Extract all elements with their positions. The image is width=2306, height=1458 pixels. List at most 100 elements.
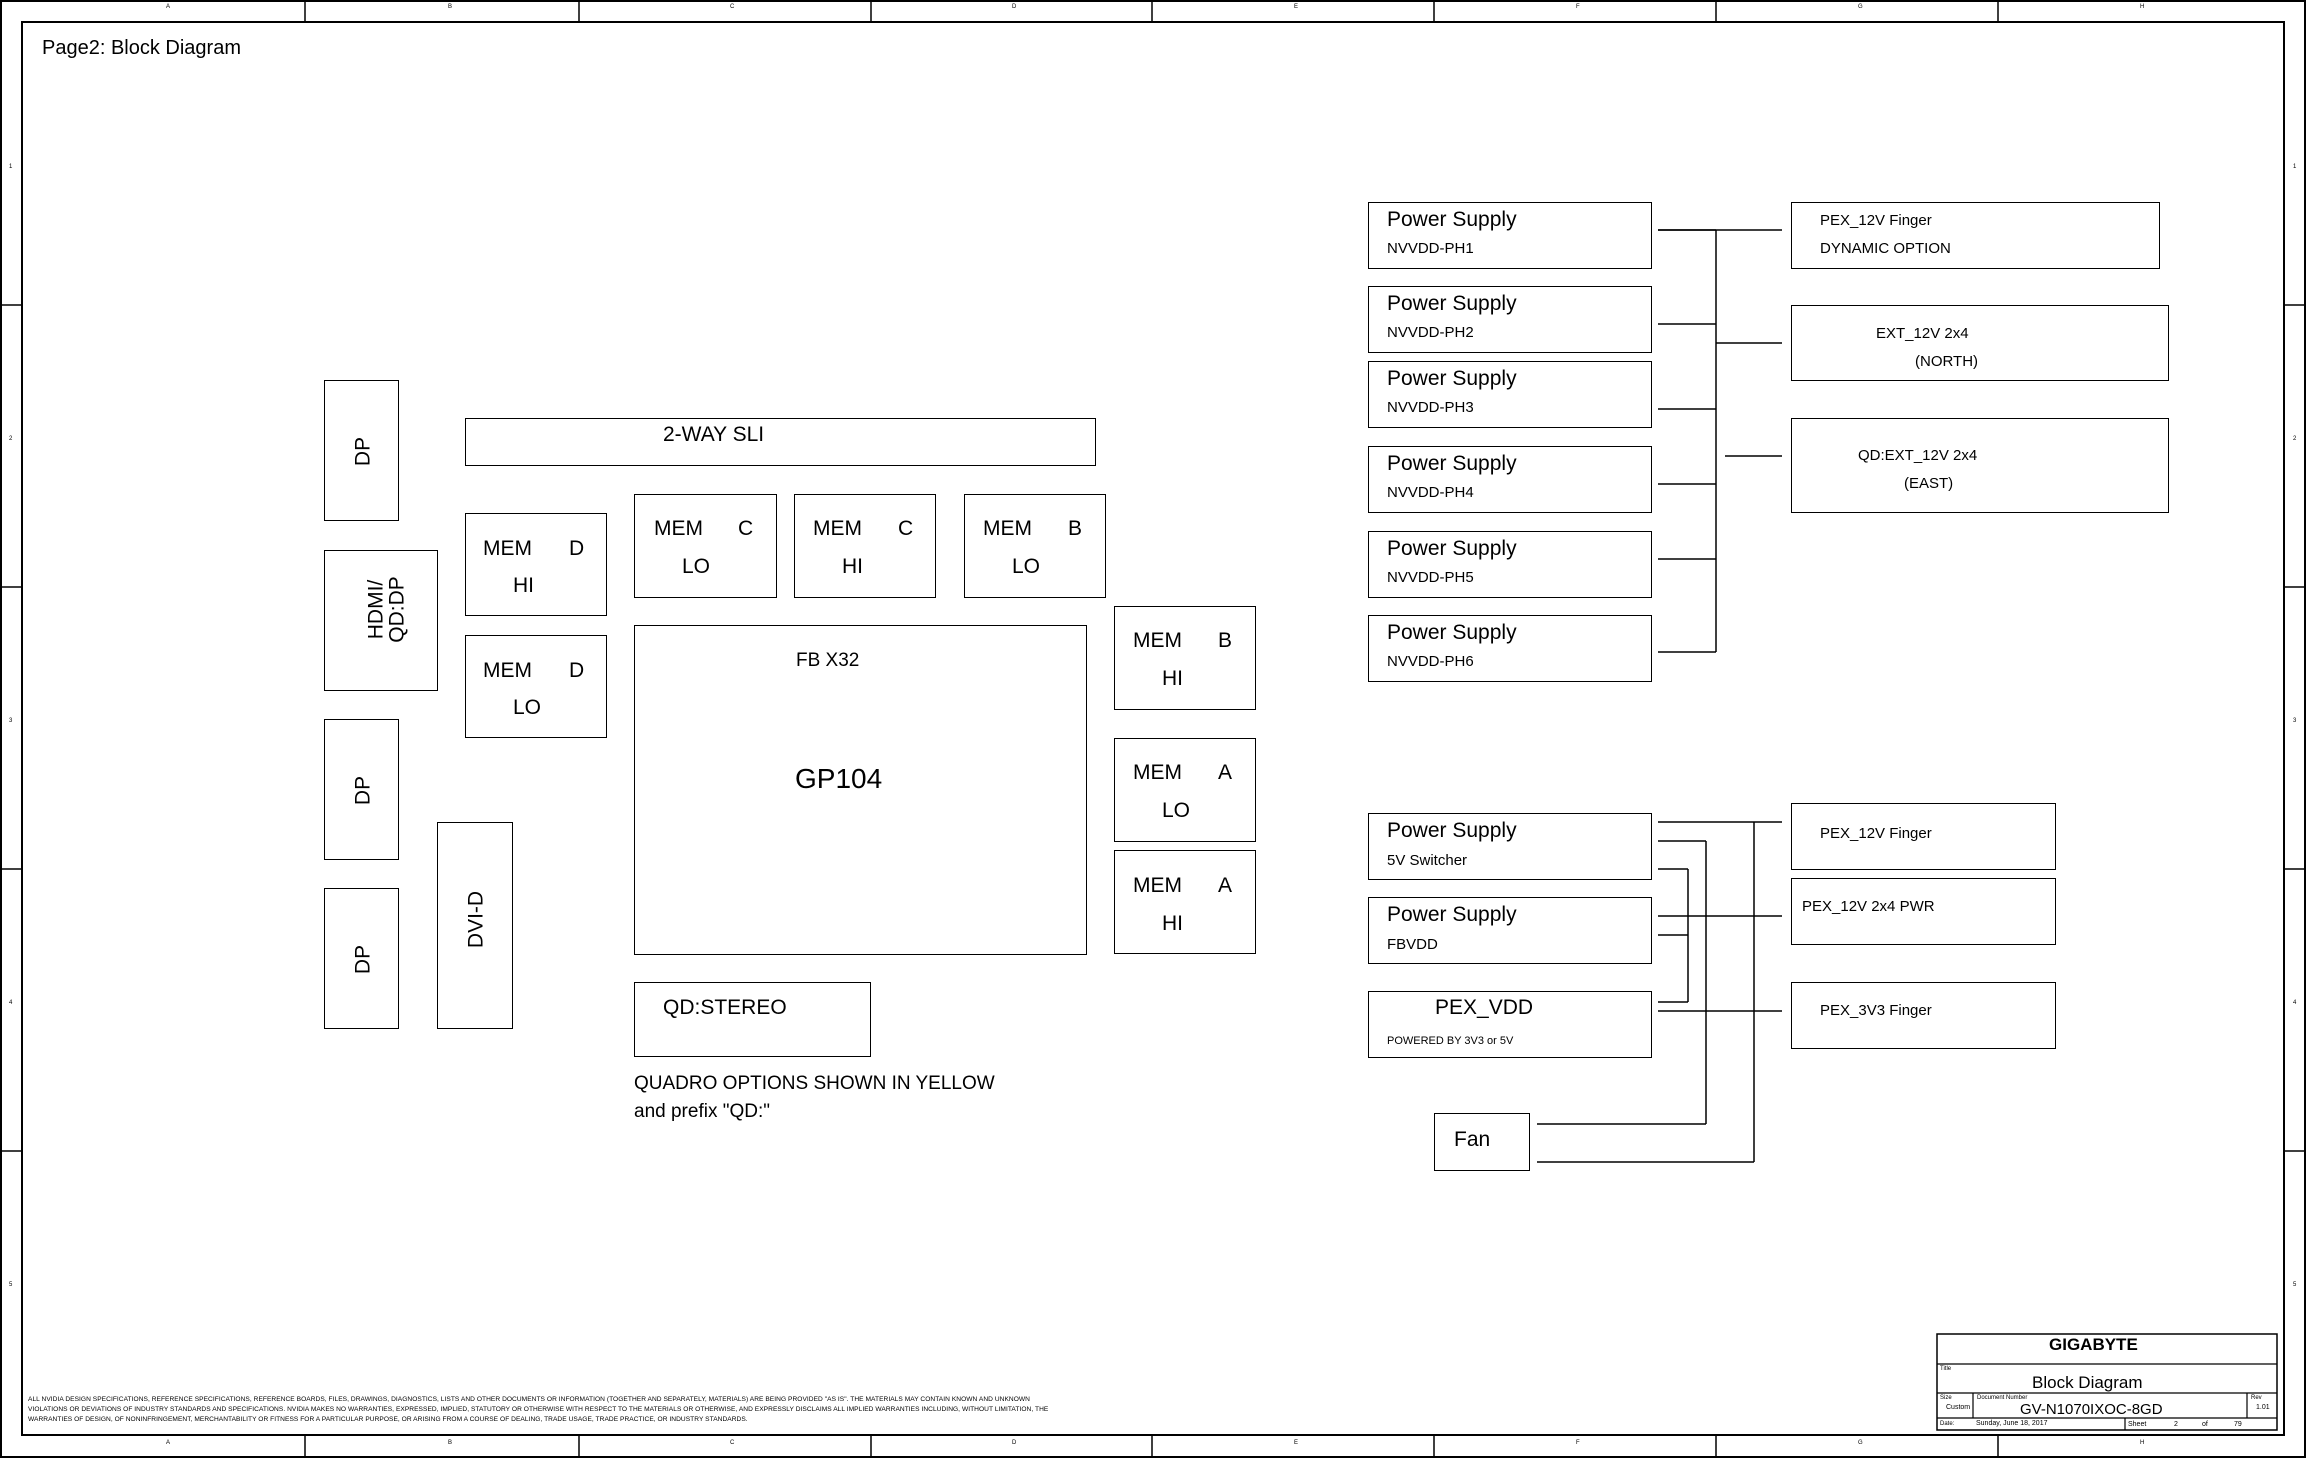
source-pex-12v-2x4-pwr: PEX_12V 2x4 PWR [1791, 878, 2056, 945]
page-title: Page2: Block Diagram [42, 37, 241, 59]
col-label-g-bottom: G [1858, 1440, 1863, 1446]
mem-channel: B [1068, 517, 1083, 540]
source-pex-3v3-finger: PEX_3V3 Finger [1791, 982, 2056, 1049]
power-supply-rail: NVVDD-PH3 [1387, 399, 1474, 416]
source-label: PEX_3V3 Finger [1820, 1002, 1932, 1019]
mem-channel: A [1218, 874, 1233, 897]
power-supply-rail: NVVDD-PH6 [1387, 653, 1474, 670]
col-label-h-bottom: H [2140, 1440, 2145, 1446]
sli-bridge: 2-WAY SLI [465, 418, 1096, 466]
source-label: QD:EXT_12V 2x4 [1858, 447, 1978, 464]
dp-connector-3: DP [324, 888, 399, 1029]
mem-channel: B [1218, 629, 1233, 652]
row-label-3-right: 3 [2293, 718, 2297, 724]
source-label: PEX_12V Finger [1820, 825, 1932, 842]
mem-half: LO [1162, 799, 1191, 822]
docnum-label: Document Number [1977, 1395, 2028, 1401]
power-supply-title: Power Supply [1387, 819, 1517, 842]
mem-half: HI [513, 574, 534, 597]
title-label: Title [1940, 1366, 1952, 1372]
pex-vdd-block: PEX_VDD POWERED BY 3V3 or 5V [1368, 991, 1652, 1058]
pex-vdd-note: POWERED BY 3V3 or 5V [1387, 1035, 1514, 1047]
mem-half: HI [842, 555, 863, 578]
col-label-e-bottom: E [1294, 1440, 1299, 1446]
mem-label: MEM [483, 537, 532, 560]
power-supply-title: Power Supply [1387, 621, 1517, 644]
row-label-1-right: 1 [2293, 164, 2297, 170]
source-sublabel: (NORTH) [1915, 353, 1979, 370]
row-label-3: 3 [9, 718, 13, 724]
mem-a-hi: MEM A HI [1114, 850, 1256, 954]
dp-connector-2: DP [324, 719, 399, 860]
rev-label: Rev [2251, 1395, 2262, 1401]
legal-disclaimer: ALL NVIDIA DESIGN SPECIFICATIONS, REFERE… [28, 1396, 1049, 1423]
mem-half: HI [1162, 667, 1183, 690]
mem-b-hi: MEM B HI [1114, 606, 1256, 710]
of-label: of [2202, 1421, 2208, 1428]
gpu-name: GP104 [795, 763, 883, 794]
size-value: Custom [1946, 1404, 1971, 1411]
power-supply-5v-switcher: Power Supply 5V Switcher [1368, 813, 1652, 880]
mem-c-hi: MEM C HI [794, 494, 936, 598]
col-label-f: F [1576, 4, 1580, 10]
col-label-a: A [166, 4, 171, 10]
power-supply-ph5: Power Supply NVVDD-PH5 [1368, 531, 1652, 598]
col-label-b: B [448, 4, 453, 10]
mem-d-hi: MEM D HI [465, 513, 607, 616]
power-supply-fbvdd: Power Supply FBVDD [1368, 897, 1652, 964]
mem-channel: D [569, 537, 585, 560]
mem-half: LO [513, 696, 542, 719]
col-label-g: G [1858, 4, 1863, 10]
sheet-number: 2 [2174, 1421, 2178, 1428]
mem-half: HI [1162, 912, 1183, 935]
source-pex-12v-finger: PEX_12V Finger [1791, 803, 2056, 870]
quadro-note: QUADRO OPTIONS SHOWN IN YELLOW [634, 1073, 995, 1094]
power-supply-rail: FBVDD [1387, 936, 1438, 953]
power-supply-title: Power Supply [1387, 537, 1517, 560]
col-label-e: E [1294, 4, 1299, 10]
mem-a-lo: MEM A LO [1114, 738, 1256, 842]
mem-channel: D [569, 659, 585, 682]
mem-half: LO [1012, 555, 1041, 578]
source-label: EXT_12V 2x4 [1876, 325, 1969, 342]
power-supply-rail: NVVDD-PH4 [1387, 484, 1474, 501]
power-supply-rail: 5V Switcher [1387, 852, 1468, 869]
source-label: PEX_12V 2x4 PWR [1802, 898, 1935, 915]
power-supply-ph6: Power Supply NVVDD-PH6 [1368, 615, 1652, 682]
col-label-d-bottom: D [1012, 1440, 1017, 1446]
col-label-h: H [2140, 4, 2145, 10]
mem-half: LO [682, 555, 711, 578]
mem-label: MEM [813, 517, 862, 540]
mem-label: MEM [1133, 629, 1182, 652]
sheet-label: Sheet [2128, 1421, 2147, 1428]
hdmi-connector: HDMI/ QD:DP [324, 550, 438, 691]
power-supply-rail: NVVDD-PH5 [1387, 569, 1474, 586]
pex-vdd-title: PEX_VDD [1435, 996, 1534, 1019]
power-supply-ph3: Power Supply NVVDD-PH3 [1368, 361, 1652, 428]
source-qd-ext-12v-east: QD:EXT_12V 2x4 (EAST) [1791, 418, 2169, 513]
col-label-b-bottom: B [448, 1440, 453, 1446]
power-supply-title: Power Supply [1387, 292, 1517, 315]
mem-label: MEM [654, 517, 703, 540]
power-supply-title: Power Supply [1387, 367, 1517, 390]
source-label: PEX_12V Finger [1820, 212, 1932, 229]
power-supply-ph4: Power Supply NVVDD-PH4 [1368, 446, 1652, 513]
mem-channel: A [1218, 761, 1233, 784]
fan-label: Fan [1454, 1128, 1491, 1151]
drawing-title: Block Diagram [2032, 1373, 2143, 1392]
source-ext-12v-north: EXT_12V 2x4 (NORTH) [1791, 305, 2169, 381]
mem-label: MEM [1133, 874, 1182, 897]
rev-value: 1.01 [2256, 1404, 2270, 1411]
gpu-fb-label: FB X32 [796, 650, 860, 671]
mem-label: MEM [483, 659, 532, 682]
mem-label: MEM [1133, 761, 1182, 784]
power-supply-rail: NVVDD-PH2 [1387, 324, 1474, 341]
row-label-1: 1 [9, 164, 13, 170]
size-label: Size [1940, 1395, 1952, 1401]
row-label-4: 4 [9, 1000, 13, 1006]
stereo-label: QD:STEREO [663, 996, 787, 1019]
